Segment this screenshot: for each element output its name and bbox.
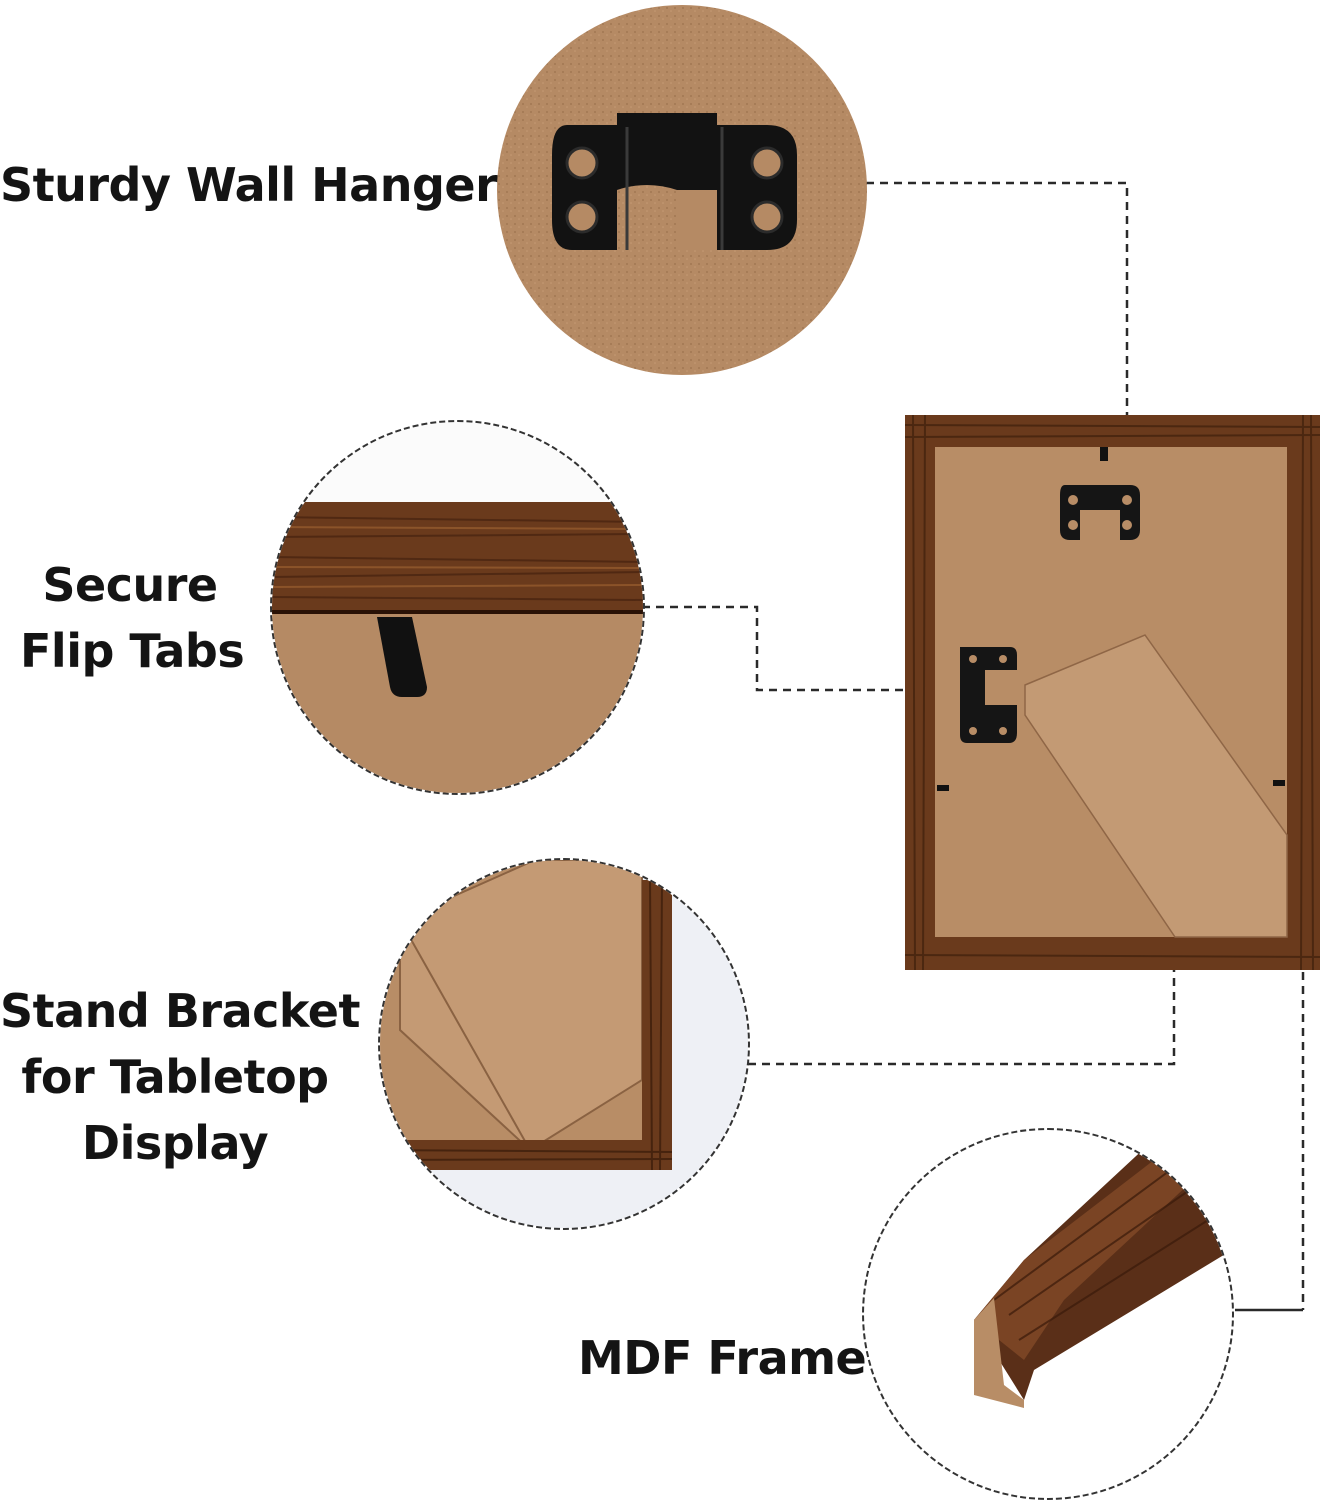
label-mdf-frame-text: MDF Frame bbox=[578, 1331, 867, 1385]
connector-wall-hanger bbox=[866, 181, 1129, 495]
flip-tab-icon bbox=[377, 617, 427, 697]
label-wall-hanger-text: Sturdy Wall Hanger bbox=[0, 158, 498, 212]
flip-tabs-closeup bbox=[272, 422, 643, 793]
frame-stand-back-icon bbox=[1024, 634, 1288, 938]
frame-flip-tab-icons bbox=[937, 447, 1285, 791]
flip-tabs-closeup-ring bbox=[270, 420, 645, 795]
stand-bracket-closeup bbox=[380, 860, 748, 1228]
label-stand-bracket-line3: Display bbox=[81, 1116, 269, 1170]
label-stand-bracket-line1: Stand Bracket bbox=[0, 984, 360, 1038]
label-stand-bracket: Stand Bracket for Tabletop Display bbox=[0, 978, 360, 1176]
connector-flip-tabs bbox=[642, 605, 990, 692]
label-mdf-frame: MDF Frame bbox=[578, 1325, 867, 1391]
photo-frame-back bbox=[905, 415, 1320, 970]
sawtooth-hanger-icon bbox=[552, 113, 797, 250]
wall-hanger-closeup bbox=[497, 5, 867, 375]
label-stand-bracket-line2: for Tabletop bbox=[21, 1050, 329, 1104]
label-flip-tabs-line1: Secure bbox=[42, 558, 218, 612]
frame-wall-hanger-icon bbox=[1060, 485, 1140, 540]
mdf-frame-closeup bbox=[864, 1130, 1232, 1498]
label-wall-hanger: Sturdy Wall Hanger bbox=[0, 152, 498, 218]
label-flip-tabs-line2: Flip Tabs bbox=[20, 624, 245, 678]
mdf-frame-closeup-ring bbox=[862, 1128, 1234, 1500]
frame-side-hanger-icon bbox=[960, 647, 1017, 743]
connector-stand-bracket bbox=[748, 848, 1176, 1066]
label-flip-tabs: Secure Flip Tabs bbox=[20, 552, 245, 684]
